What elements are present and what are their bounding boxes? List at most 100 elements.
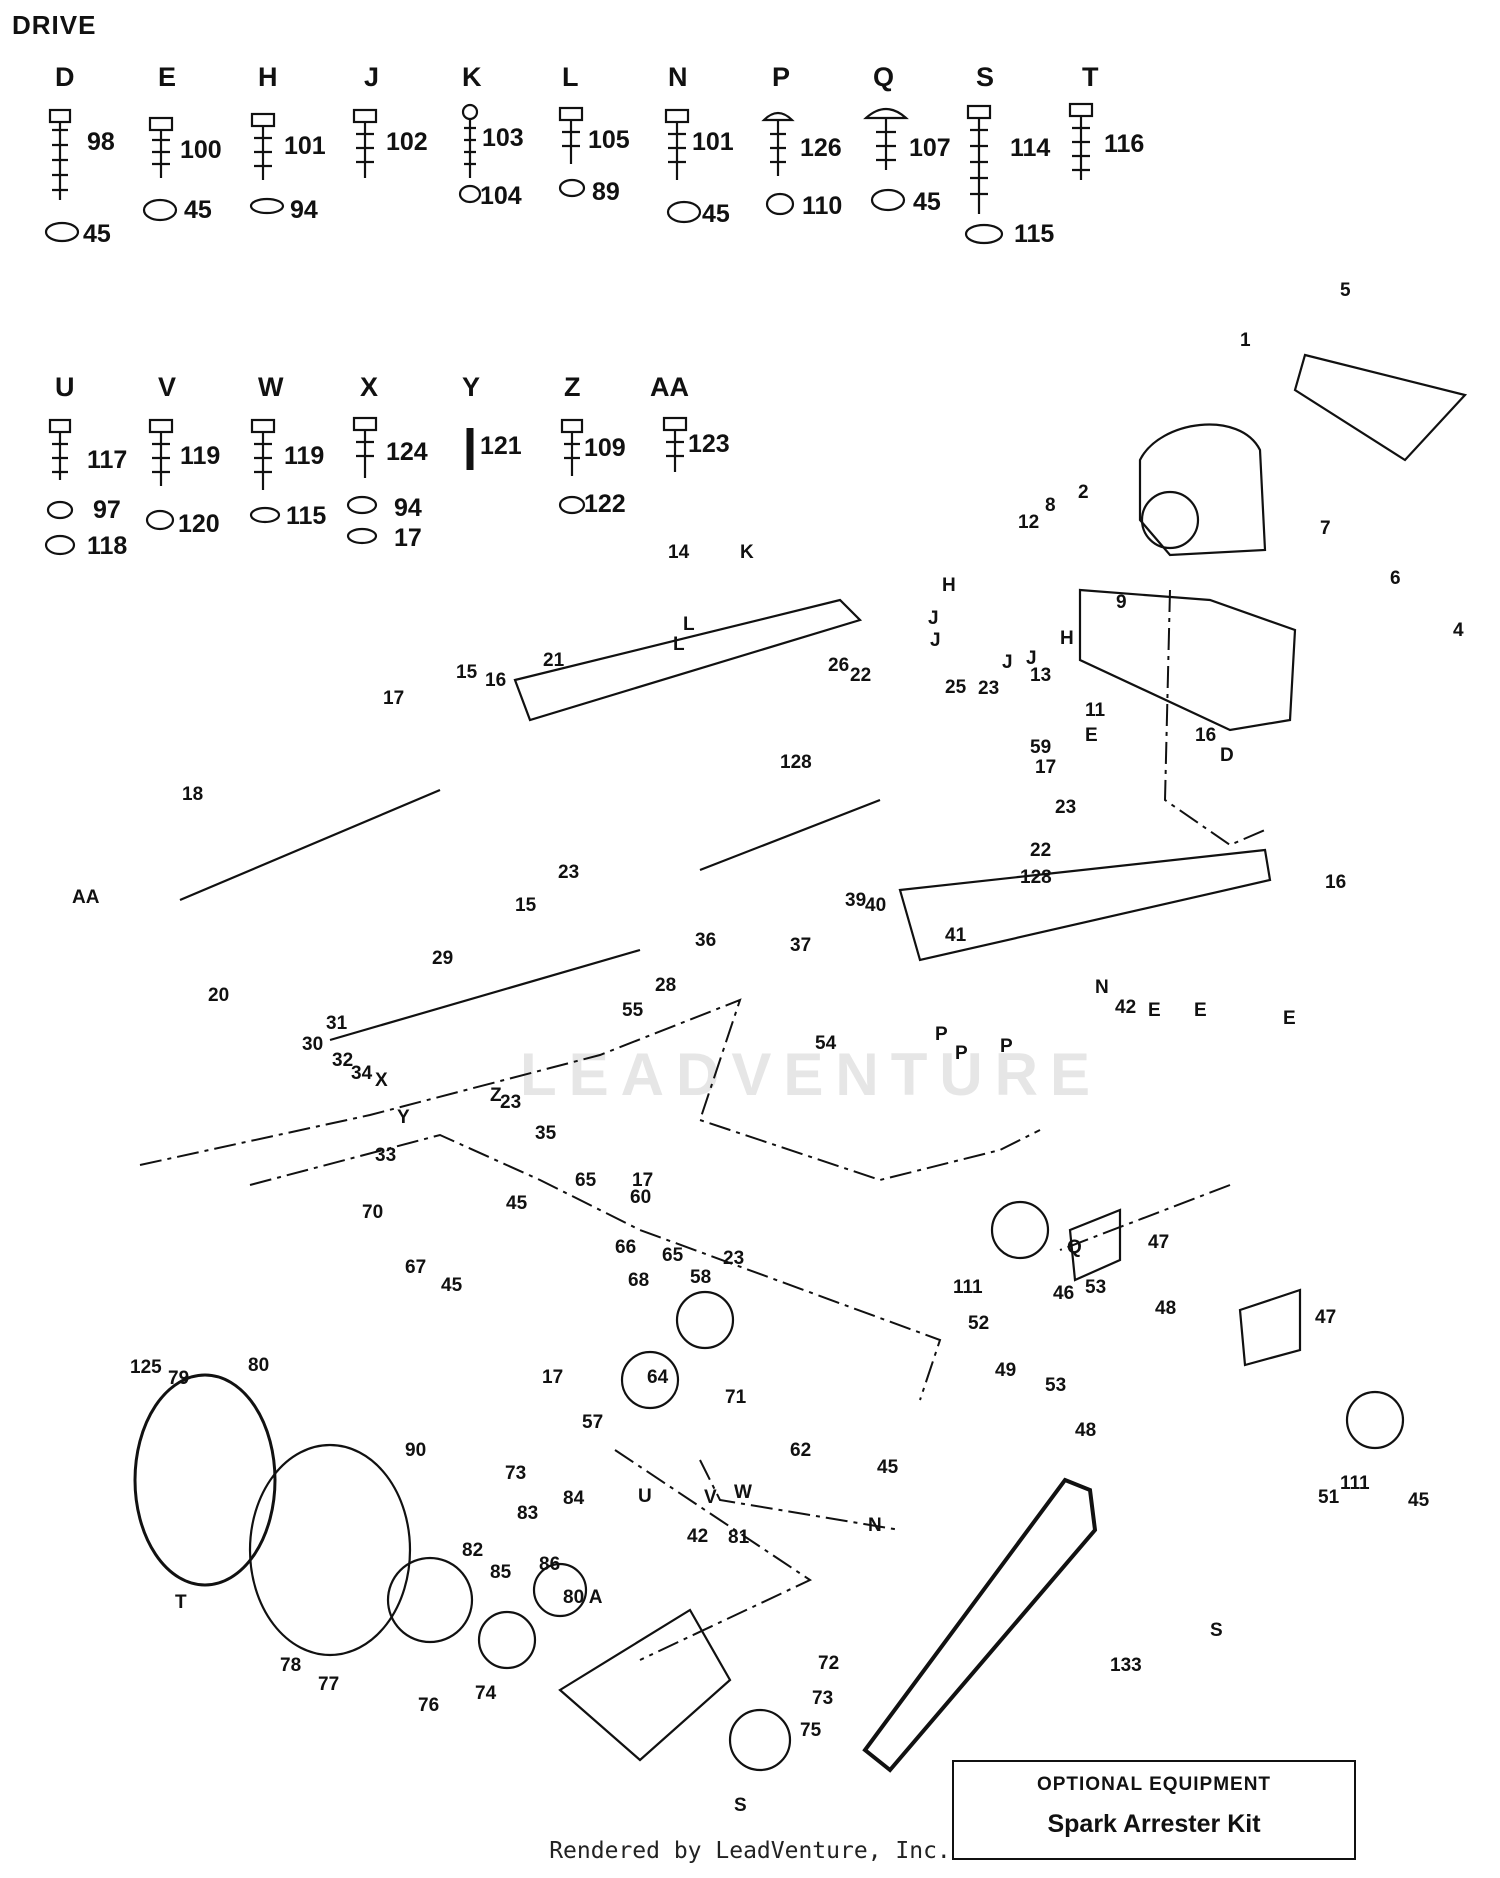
callout-label: 53: [1085, 1277, 1107, 1298]
callout-label: 17: [383, 688, 405, 709]
nut-icon: [145, 509, 175, 531]
nut-icon: [558, 178, 586, 198]
callout-label: 42: [687, 1526, 709, 1547]
callout-label: 13: [1030, 665, 1052, 686]
bolt-icon: [148, 418, 174, 486]
callout-label: 77: [318, 1674, 340, 1695]
callout-label: P: [1000, 1036, 1013, 1057]
bolt-icon: [1068, 102, 1094, 180]
bolt-icon: [461, 103, 479, 178]
callout-label: 62: [790, 1440, 812, 1461]
callout-label: Q: [1067, 1237, 1082, 1258]
link-rod: [699, 798, 881, 872]
callout-label: 34: [351, 1063, 373, 1084]
callout-label: J: [1026, 648, 1037, 669]
bolt-icon: [664, 108, 690, 180]
callout-label: 47: [1148, 1232, 1170, 1253]
callout-label: 48: [1155, 1298, 1177, 1319]
callout-label: 20: [208, 985, 230, 1006]
washer-icon: [46, 500, 74, 520]
callout-label: 68: [628, 1270, 650, 1291]
callout-label: 16: [1195, 725, 1217, 746]
callout-label: 45: [1408, 1490, 1430, 1511]
callout-label: 45: [877, 1457, 899, 1478]
callout-label: 22: [1030, 840, 1052, 861]
callout-label: 45: [441, 1275, 463, 1296]
callout-label: N: [868, 1515, 882, 1536]
callout-label: 128: [1020, 867, 1052, 888]
callout-label: 65: [575, 1170, 597, 1191]
callout-label: 23: [723, 1248, 745, 1269]
bolt-icon: [863, 107, 909, 170]
callout-label: 22: [850, 665, 872, 686]
diagram-title: DRIVE: [12, 10, 97, 40]
callout-label: 23: [558, 862, 580, 883]
washer-icon: [346, 495, 378, 515]
callout-label: J: [1002, 652, 1013, 673]
callout-label: H: [942, 575, 956, 596]
callout-label: 65: [662, 1245, 684, 1266]
callout-label: 17: [542, 1367, 564, 1388]
bolt-icon: [560, 418, 584, 476]
callout-label: 36: [695, 930, 717, 951]
callout-label: 35: [535, 1123, 557, 1144]
callout-label: 47: [1315, 1307, 1337, 1328]
idler-pulley: [620, 1350, 680, 1410]
callout-label: 53: [1045, 1375, 1067, 1396]
callout-label: S: [1210, 1620, 1223, 1641]
callout-label: Z: [490, 1085, 502, 1106]
callout-label: 9: [1116, 592, 1127, 613]
callout-label: 31: [326, 1013, 348, 1034]
callout-label: 59: [1030, 737, 1052, 758]
pulley: [1345, 1390, 1405, 1450]
callout-label: 111: [1340, 1473, 1370, 1494]
callout-label: U: [638, 1486, 652, 1507]
engine-plate: [1078, 588, 1297, 732]
tire: [133, 1373, 277, 1587]
callout-label: 86: [539, 1554, 561, 1575]
callout-label: 12: [1018, 512, 1040, 533]
callout-label: N: [1095, 977, 1109, 998]
callout-label: 81: [728, 1527, 750, 1548]
callout-label: H: [1060, 628, 1074, 649]
nut-icon: [44, 534, 76, 556]
spark-arrester-kit-label: Spark Arrester Kit: [1047, 1810, 1261, 1838]
callout-label: 23: [1055, 797, 1077, 818]
callout-label: 40: [865, 895, 887, 916]
callout-label: 49: [995, 1360, 1017, 1381]
washer-icon: [249, 506, 281, 524]
callout-label: 111: [953, 1277, 983, 1298]
pulley: [990, 1200, 1050, 1260]
bolt-icon: [48, 108, 72, 200]
transaxle: [558, 1608, 732, 1762]
shift-rod: [179, 788, 441, 902]
v-belt: [862, 1477, 1098, 1773]
callout-label: 16: [485, 670, 507, 691]
callout-label: 80: [248, 1355, 270, 1376]
callout-label: 1: [1240, 330, 1251, 351]
callout-label: 75: [800, 1720, 822, 1741]
callout-label: 39: [845, 890, 867, 911]
callout-label: 23: [978, 678, 1000, 699]
right-frame-rail: [898, 848, 1272, 962]
washer-icon: [346, 527, 378, 545]
callout-label: 78: [280, 1655, 302, 1676]
callout-label: 76: [418, 1695, 440, 1716]
callout-label: 55: [622, 1000, 644, 1021]
callout-label: W: [734, 1482, 752, 1503]
callout-label: 17: [1035, 757, 1057, 778]
callout-label: 2: [1078, 482, 1089, 503]
callout-label: 41: [945, 925, 967, 946]
callout-label: 70: [362, 1202, 384, 1223]
bolt-icon: [761, 111, 795, 176]
callout-label: 60: [630, 1187, 652, 1208]
callout-label: 21: [543, 650, 565, 671]
bolt-icon: [352, 108, 378, 178]
hub: [386, 1556, 474, 1644]
callout-label: 48: [1075, 1420, 1097, 1441]
callout-label: 80 A: [563, 1587, 603, 1608]
callout-label: E: [1148, 1000, 1161, 1021]
nut-icon: [142, 198, 178, 222]
